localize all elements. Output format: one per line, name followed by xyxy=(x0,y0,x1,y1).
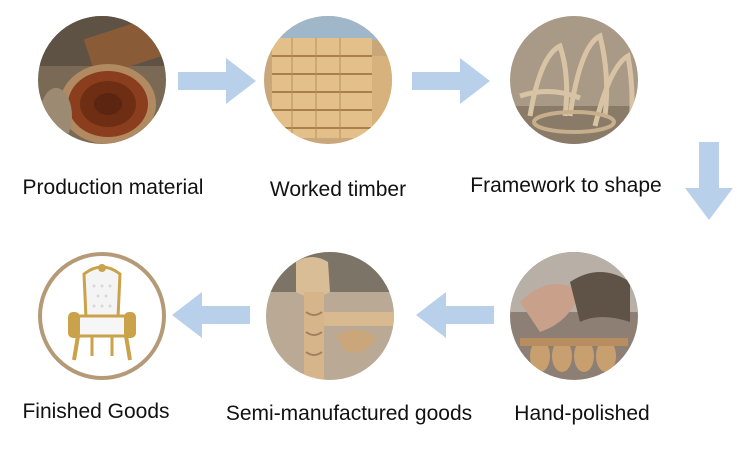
left-arrow-icon xyxy=(172,292,250,338)
step-label-production-material: Production material xyxy=(22,176,204,199)
semi-manufactured-goods-image xyxy=(266,252,394,380)
production-material-image xyxy=(38,16,166,144)
step-label-finished-goods: Finished Goods xyxy=(22,400,170,423)
step-label-semi-manufactured-goods: Semi-manufactured goods xyxy=(225,402,473,425)
finished-goods-image xyxy=(38,252,166,380)
step-label-worked-timber: Worked timber xyxy=(269,178,407,201)
right-arrow-icon xyxy=(412,58,490,104)
step-label-framework-to-shape: Framework to shape xyxy=(470,174,662,197)
hand-polished-image xyxy=(510,252,638,380)
step-label-hand-polished: Hand-polished xyxy=(514,402,650,425)
worked-timber-image xyxy=(264,16,392,144)
left-arrow-icon xyxy=(416,292,494,338)
framework-to-shape-image xyxy=(510,16,638,144)
down-arrow-icon xyxy=(685,142,733,220)
right-arrow-icon xyxy=(178,58,256,104)
